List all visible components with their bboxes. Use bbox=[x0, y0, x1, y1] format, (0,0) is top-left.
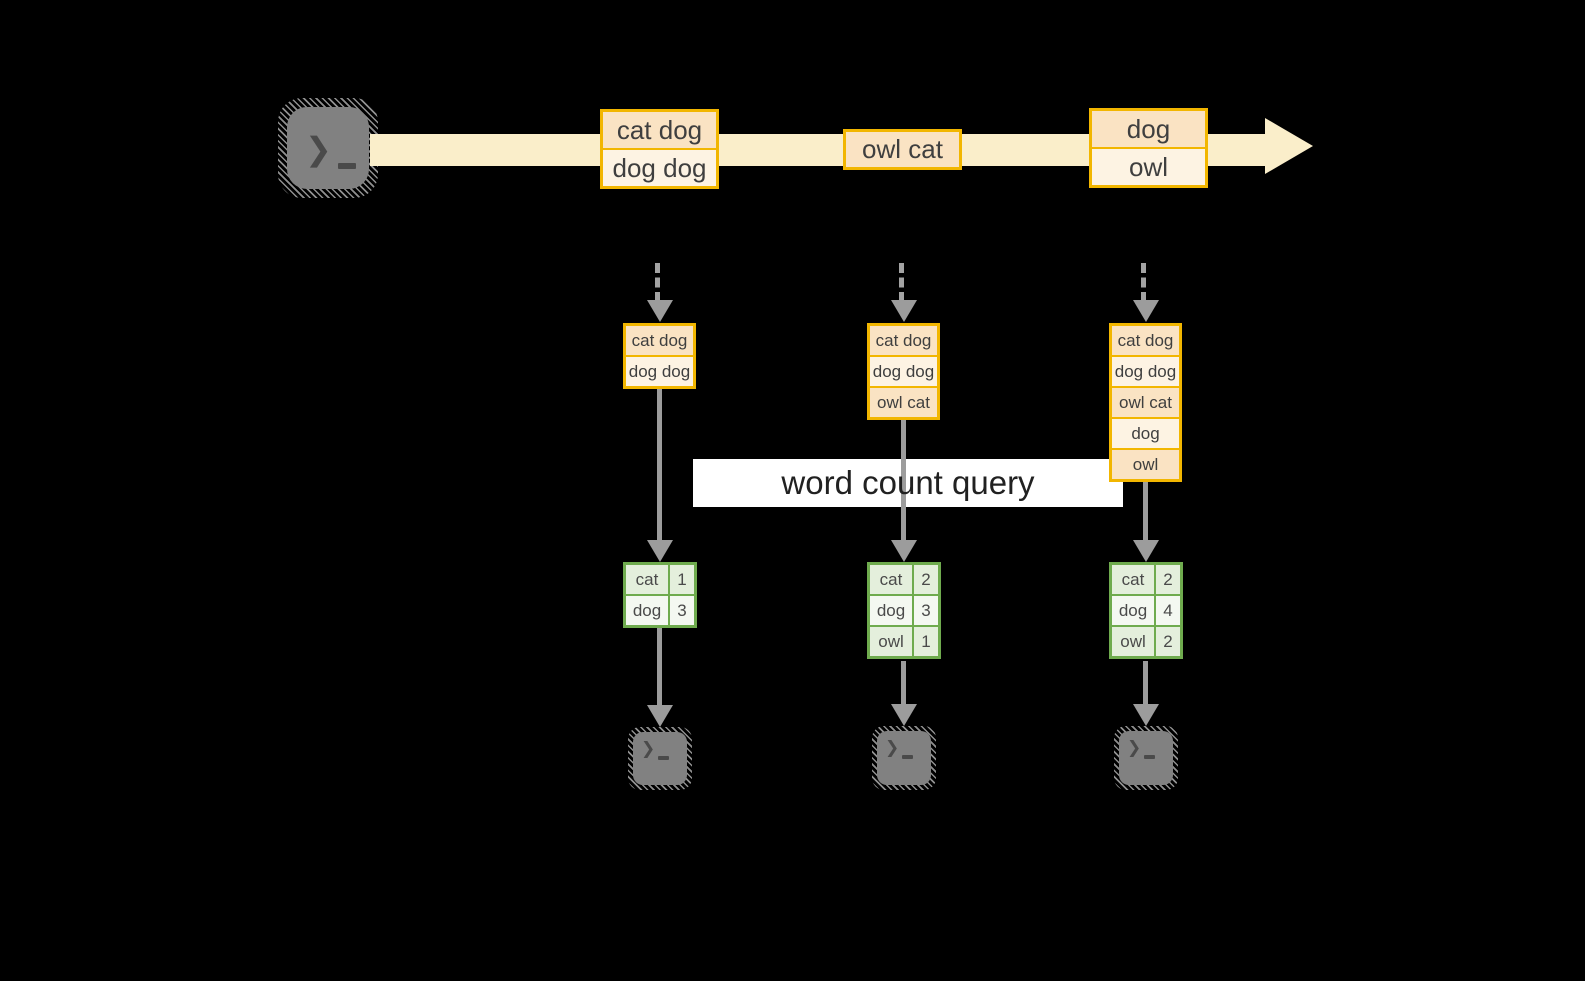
count-word-cell: owl bbox=[1112, 627, 1154, 656]
terminal-screen: ❯ bbox=[287, 107, 369, 189]
stream-event-box-3: dog owl bbox=[1089, 108, 1208, 188]
snapshot-row: cat dog bbox=[1112, 326, 1179, 355]
output-arrow-line bbox=[901, 661, 906, 704]
stream-timeline-arrowhead-icon bbox=[1265, 118, 1313, 174]
table-row: dog 3 bbox=[870, 596, 938, 625]
terminal-consumer-icon-3: ❯ bbox=[1114, 726, 1178, 790]
count-value-cell: 2 bbox=[1156, 627, 1180, 656]
terminal-cursor-icon bbox=[1144, 755, 1156, 759]
dashed-arrow-head-icon bbox=[891, 300, 917, 322]
event-row: owl cat bbox=[846, 132, 959, 167]
event-row: dog dog bbox=[603, 150, 716, 186]
snapshot-row: dog dog bbox=[870, 357, 937, 386]
output-arrow-head-icon bbox=[891, 704, 917, 726]
terminal-prompt-icon: ❯ bbox=[641, 739, 656, 759]
snapshot-row: owl cat bbox=[1112, 388, 1179, 417]
terminal-screen: ❯ bbox=[633, 732, 687, 785]
snapshot-row: cat dog bbox=[870, 326, 937, 355]
terminal-consumer-icon-2: ❯ bbox=[872, 726, 936, 790]
query-arrow-line bbox=[657, 386, 662, 540]
output-arrow-head-icon bbox=[647, 705, 673, 727]
snapshot-row: dog dog bbox=[626, 357, 693, 386]
snapshot-row: dog bbox=[1112, 419, 1179, 448]
table-row: cat 2 bbox=[870, 565, 938, 594]
terminal-cursor-icon bbox=[902, 755, 914, 759]
count-value-cell: 2 bbox=[914, 565, 938, 594]
count-word-cell: dog bbox=[626, 596, 668, 625]
terminal-cursor-icon bbox=[337, 163, 356, 169]
table-row: cat 2 bbox=[1112, 565, 1180, 594]
event-row: dog bbox=[1092, 111, 1205, 147]
output-arrow-line bbox=[657, 628, 662, 705]
count-value-cell: 2 bbox=[1156, 565, 1180, 594]
count-value-cell: 1 bbox=[914, 627, 938, 656]
table-row: dog 4 bbox=[1112, 596, 1180, 625]
terminal-cursor-icon bbox=[658, 756, 670, 760]
snapshot-row: owl cat bbox=[870, 388, 937, 417]
query-label: word count query bbox=[781, 464, 1035, 501]
count-value-cell: 3 bbox=[670, 596, 694, 625]
count-word-cell: cat bbox=[626, 565, 668, 594]
stream-snapshot-box-2: cat dog dog dog owl cat bbox=[867, 323, 940, 420]
query-label-background bbox=[693, 459, 1123, 507]
terminal-producer-icon: ❯ bbox=[278, 98, 378, 198]
count-word-cell: cat bbox=[870, 565, 912, 594]
dashed-arrow-head-icon bbox=[1133, 300, 1159, 322]
terminal-prompt-icon: ❯ bbox=[1127, 738, 1142, 758]
terminal-screen: ❯ bbox=[1119, 731, 1173, 785]
table-row: owl 2 bbox=[1112, 627, 1180, 656]
snapshot-row: owl bbox=[1112, 450, 1179, 479]
count-word-cell: dog bbox=[870, 596, 912, 625]
query-arrow-head-icon bbox=[1133, 540, 1159, 562]
count-table-2: cat 2 dog 3 owl 1 bbox=[867, 562, 941, 659]
snapshot-row: cat dog bbox=[626, 326, 693, 355]
output-arrow-head-icon bbox=[1133, 704, 1159, 726]
count-word-cell: dog bbox=[1112, 596, 1154, 625]
dashed-arrow-line bbox=[655, 263, 660, 302]
query-arrow-head-icon bbox=[891, 540, 917, 562]
table-row: owl 1 bbox=[870, 627, 938, 656]
count-value-cell: 3 bbox=[914, 596, 938, 625]
stream-snapshot-box-1: cat dog dog dog bbox=[623, 323, 696, 389]
count-table-3: cat 2 dog 4 owl 2 bbox=[1109, 562, 1183, 659]
count-word-cell: cat bbox=[1112, 565, 1154, 594]
dashed-arrow-line bbox=[1141, 263, 1146, 302]
stream-event-box-1: cat dog dog dog bbox=[600, 109, 719, 189]
table-row: dog 3 bbox=[626, 596, 694, 625]
table-row: cat 1 bbox=[626, 565, 694, 594]
output-arrow-line bbox=[1143, 661, 1148, 704]
terminal-prompt-icon: ❯ bbox=[305, 130, 332, 168]
stream-event-box-2: owl cat bbox=[843, 129, 962, 170]
dashed-arrow-head-icon bbox=[647, 300, 673, 322]
snapshot-row: dog dog bbox=[1112, 357, 1179, 386]
query-arrow-line bbox=[1143, 480, 1148, 540]
event-row: cat dog bbox=[603, 112, 716, 148]
stream-snapshot-box-3: cat dog dog dog owl cat dog owl bbox=[1109, 323, 1182, 482]
event-row: owl bbox=[1092, 149, 1205, 185]
terminal-prompt-icon: ❯ bbox=[885, 738, 900, 758]
count-value-cell: 1 bbox=[670, 565, 694, 594]
count-table-1: cat 1 dog 3 bbox=[623, 562, 697, 628]
terminal-screen: ❯ bbox=[877, 731, 931, 785]
terminal-consumer-icon-1: ❯ bbox=[628, 727, 692, 790]
count-value-cell: 4 bbox=[1156, 596, 1180, 625]
query-arrow-head-icon bbox=[647, 540, 673, 562]
count-word-cell: owl bbox=[870, 627, 912, 656]
query-arrow-line bbox=[901, 418, 906, 540]
dashed-arrow-line bbox=[899, 263, 904, 302]
